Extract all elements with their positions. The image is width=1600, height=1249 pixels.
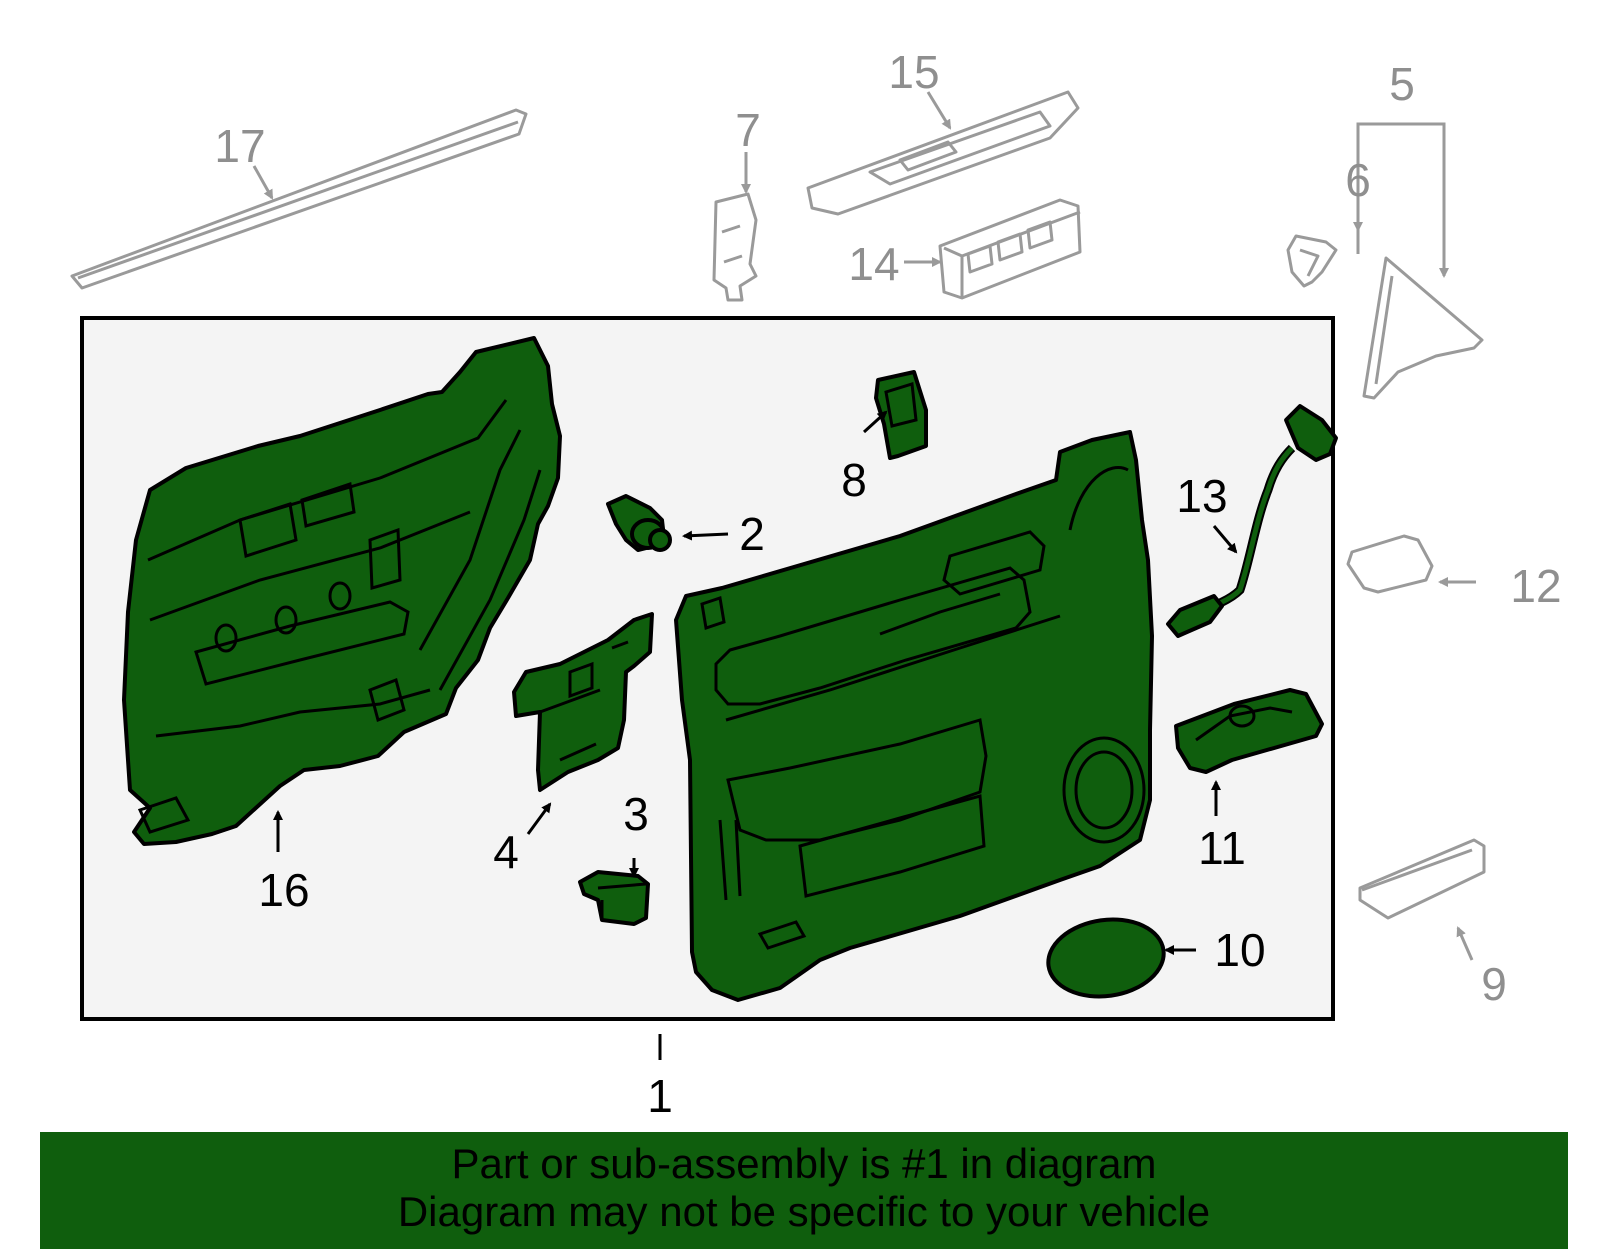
banner-line-1: Part or sub-assembly is #1 in diagram — [451, 1140, 1157, 1187]
part-14-switch — [938, 198, 1082, 300]
callout-17: 17 — [214, 120, 265, 172]
part-12-pad — [1346, 534, 1434, 594]
part-4-bracket — [512, 612, 654, 792]
part-10-speaker-grille — [1046, 917, 1166, 999]
part-8-cover — [874, 370, 928, 460]
callout-1: 1 — [647, 1070, 673, 1122]
part-1-door-trim-panel — [674, 430, 1154, 1002]
callout-8: 8 — [841, 454, 867, 506]
callout-11: 11 — [1198, 822, 1246, 874]
callout-6: 6 — [1345, 154, 1371, 206]
callout-14: 14 — [848, 238, 899, 290]
leader-lines-main — [273, 410, 1238, 1060]
leader-lines-other — [252, 91, 1476, 961]
callout-15: 15 — [888, 46, 939, 98]
callout-9: 9 — [1481, 958, 1507, 1010]
part-6-clip — [1286, 234, 1338, 288]
callout-7: 7 — [735, 104, 761, 156]
callout-4: 4 — [493, 826, 519, 878]
part-9-strip — [1358, 838, 1486, 920]
callout-16: 16 — [258, 864, 309, 916]
part-5-cover — [1362, 256, 1484, 400]
part-16-inner-panel — [122, 336, 562, 846]
part-17-molding — [70, 108, 528, 290]
callout-2: 2 — [739, 508, 765, 560]
callout-12: 12 — [1510, 560, 1561, 612]
callout-10: 10 — [1214, 924, 1265, 976]
part-2-push-pin — [606, 494, 672, 552]
part-15-trim-plate — [806, 90, 1080, 216]
part-3-clip — [578, 870, 650, 926]
part-13-wire-harness — [1166, 404, 1338, 638]
part-11-switch-bezel — [1174, 688, 1324, 774]
banner-line-2: Diagram may not be specific to your vehi… — [397, 1188, 1211, 1235]
callout-5: 5 — [1389, 58, 1415, 110]
part-7-bracket — [712, 192, 758, 302]
info-banner: Part or sub-assembly is #1 in diagram Di… — [40, 1132, 1568, 1249]
callout-13: 13 — [1176, 470, 1227, 522]
callout-3: 3 — [623, 788, 649, 840]
